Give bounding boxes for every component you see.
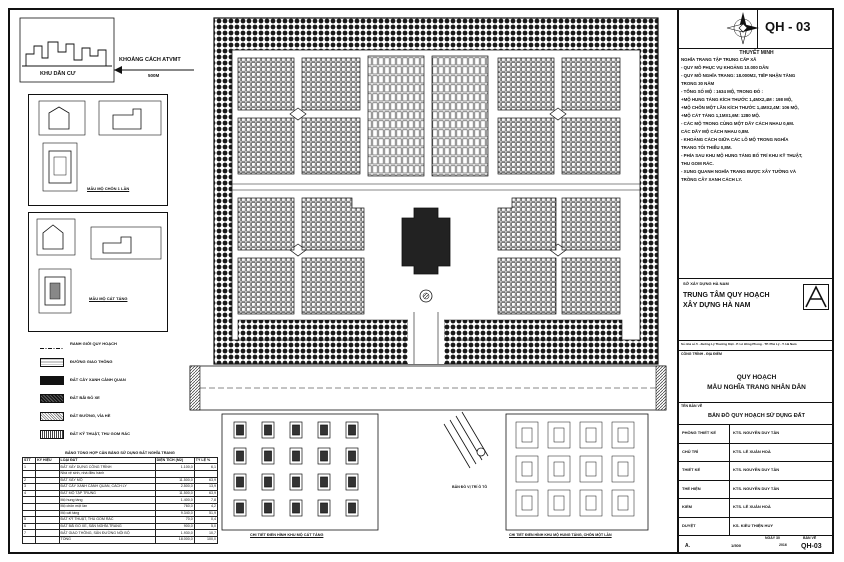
bottom-meta: A. 1/500 NGÀY 30 2016 BẢN VẼ QH-03 [679,535,834,552]
north-arrow-icon [726,12,759,45]
single-burial-title: MẪU MỘ CHÔN 1 LẦN [87,186,130,191]
notes-line: NGHĨA TRANG TẬP TRUNG CẤP XÃ [681,57,757,62]
notes-line: +MỘ CHÔN MỘT LẦN KÍCH THƯỚC 1,4MX2,4M: 1… [681,105,799,110]
road-swatch-icon [40,358,64,367]
paper-size: A. [685,543,690,549]
drawing-title: BẢN ĐỒ QUY HOẠCH SỬ DỤNG ĐẤT [707,413,806,419]
distance-label: KHOẢNG CÁCH ATVMT [119,57,181,63]
bottom-sheet-code: QH-03 [801,543,822,550]
date-label: NGÀY 30 [765,536,780,540]
notes-line: - KHOẢNG CÁCH GIỮA CÁC LÔ MỘ TRONG NGHĨA [681,137,789,142]
staff-role: DUYỆT [682,522,696,528]
table-header: LOẠI ĐẤT [58,456,156,465]
staff-name: KS. KIỀU THIỆN HUY [733,522,774,528]
land-use-table: BẢNG TỔNG HỢP CÂN BẰNG SỬ DỤNG ĐẤT NGHĨA… [21,451,219,544]
cat-tang-drawing [36,218,162,314]
staff-role: PHÒNG THIẾT KẾ [682,430,717,435]
drawing-frame [8,8,834,554]
agency-logo-icon [805,285,827,308]
header-cell: QH - 03 [679,8,834,48]
residential-area: KHU DÂN CƯ KHOẢNG CÁCH ATVMT 500M [14,14,199,84]
notes-line: TRONG 30 NĂM [681,81,715,86]
table-header: STT [21,456,37,465]
distance-value: 500M [148,73,160,78]
year: 2016 [779,543,787,547]
residential-skyline-icon [19,17,199,83]
notes-section: THUYẾT MINH NGHĨA TRANG TẬP TRUNG CẤP XÃ… [679,51,834,186]
notes-line: TRỒNG CÂY XANH CÁCH LY. [681,177,742,182]
staff-name: KTS. NGUYỄN DUY TÂN [733,467,780,472]
legend-item-boundary: RANH GIỚI QUY HOẠCH [40,340,117,358]
agency-name-line1: TRUNG TÂM QUY HOẠCH [683,292,770,299]
parking-swatch-icon [40,394,64,403]
staff-name: KTS. NGUYỄN DUY TÂN [733,430,780,435]
boundary-swatch-icon [40,348,64,349]
notes-line: CÁC DÃY MỘ CÁCH NHAU 0,8M. [681,129,750,134]
staff-name: KTS. NGUYỄN DUY TÂN [733,485,780,491]
project-title-line2: MẪU NGHĨA TRANG NHÂN DÂN [707,384,806,391]
notes-line: - QUY MÔ NGHĨA TRANG: 18.000M2, TIẾP NHẬ… [681,73,796,78]
title-block: QH - 03 THUYẾT MINH NGHĨA TRANG TẬP TRUN… [677,8,834,554]
cat-tang-detail-title: CHI TIẾT ĐIỂN HÌNH KHU MỘ CÁT TÁNG [250,533,324,537]
notes-line: - TỔNG SỐ MỘ : 1634 MỘ, TRONG ĐÓ : [681,89,763,94]
notes-line: +MỘ CÁT TÁNG 1,1MX1,6M: 1280 MỘ. [681,113,761,118]
agency-address: Số nhà số 5 - đường Lý Thường Kiệt - P. … [681,342,797,346]
site-plan [189,17,667,531]
cat-tang-title: MẪU MỘ CÁT TÁNG [89,296,128,301]
central-memorial [401,207,451,275]
legend: RANH GIỚI QUY HOẠCH ĐƯỜNG GIAO THÔNG ĐẤT… [40,340,180,450]
staff-name: KTS. LÊ XUÂN HOÀ [733,448,771,454]
staff-role: THIẾT KẾ [682,467,701,472]
land-table-title: BẢNG TỔNG HỢP CÂN BẰNG SỬ DỤNG ĐẤT NGHĨA… [65,451,175,455]
hung-tang-detail-title: CHI TIẾT ĐIỂN HÌNH KHU MỘ HUNG TÁNG, CHÔ… [509,533,612,537]
table-header: KÝ HIỆU [35,456,60,465]
agency-name-line2: XÂY DỰNG HÀ NAM [683,302,751,309]
technical-swatch-icon [40,430,64,439]
notes-line: +MỘ HUNG TÁNG KÍCH THƯỚC 1,4MX2,4M : 198… [681,97,793,102]
drawing-label: TÊN BẢN VẼ [681,404,703,408]
single-burial-drawing [38,100,162,192]
sheet-code: QH - 03 [765,19,811,34]
agency-logo [803,284,829,310]
sidewalk-swatch-icon [40,412,64,421]
sheet-label: BẢN VẼ [803,536,817,540]
notes-line: - QUY MÔ PHỤC VỤ KHOẢNG 10.000 DÂN [681,65,769,70]
staff-role: CHỦ TRÌ [682,448,699,454]
project-title-line1: QUY HOẠCH [736,374,777,381]
project-label: CÔNG TRÌNH - ĐỊA ĐIỂM [681,352,722,356]
agency-parent: SỞ XÂY DỰNG HÀ NAM [683,281,729,286]
staff-role: THỂ HIỆN [682,485,701,491]
staff-name: KTS. LÊ XUÂN HOÀ [733,504,771,509]
entrance-title: BẢN ĐỒ VỊ TRÍ Ô TÔ [452,485,488,489]
detail-single-burial: MẪU MỘ CHÔN 1 LẦN [28,94,168,206]
notes-line: - CÁC MỘ TRONG CÙNG MỘT DÃY CÁCH NHAU 0,… [681,121,795,126]
notes-line: THU GOM RÁC. [681,161,714,166]
notes-title: THUYẾT MINH [739,50,774,56]
notes-line: TRANG TỐI THIỂU 0,8M. [681,145,732,150]
residential-label: KHU DÂN CƯ [40,71,76,77]
notes-line: - PHÍA SAU KHU MỘ HUNG TÁNG BỐ TRÍ KHU K… [681,153,803,158]
scale: 1/500 [731,543,742,548]
green-swatch-icon [40,376,64,385]
notes-line: - XUNG QUANH NGHĨA TRANG ĐƯỢC XÂY TƯỜNG … [681,169,797,174]
staff-role: KIỂM [682,504,692,509]
detail-cat-tang: MẪU MỘ CÁT TÁNG [28,212,168,332]
